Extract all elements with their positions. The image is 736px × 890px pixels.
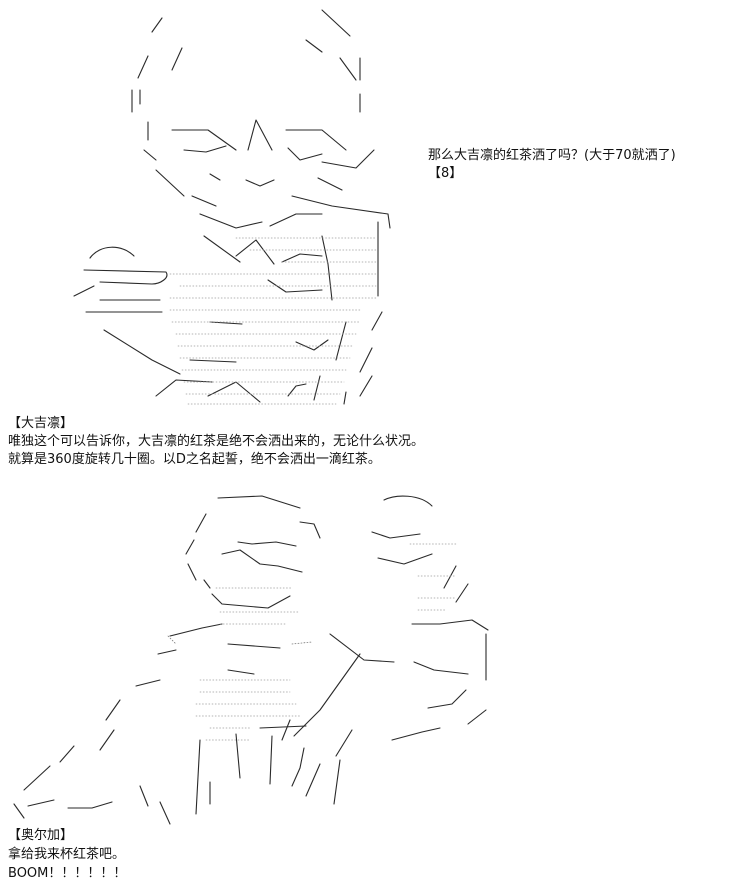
dialogue-line-4: BOOM！！！！！！ xyxy=(8,866,127,881)
orga-figure-drawing xyxy=(13,495,489,825)
dice-question-text: 那么大吉凛的红茶洒了吗？(大于70就洒了) xyxy=(428,148,676,163)
speaker-name-daikichi: 【大吉凛】 xyxy=(8,416,74,431)
speaker-name-orga: 【奥尔加】 xyxy=(8,828,74,843)
dialogue-line-3: 拿给我来杯红茶吧。 xyxy=(8,847,126,862)
dice-result-text: 【8】 xyxy=(428,166,463,181)
dialogue-line-1: 唯独这个可以告诉你，大吉凛的红茶是绝不会洒出来的，无论什么状况。 xyxy=(8,434,425,449)
ascii-art-orga xyxy=(0,484,500,828)
dialogue-line-2: 就算是360度旋转几十圈。以D之名起誓，绝不会洒出一滴红茶。 xyxy=(8,452,381,467)
ascii-art-daikichi xyxy=(60,0,400,412)
daikichi-figure-drawing xyxy=(73,9,391,405)
